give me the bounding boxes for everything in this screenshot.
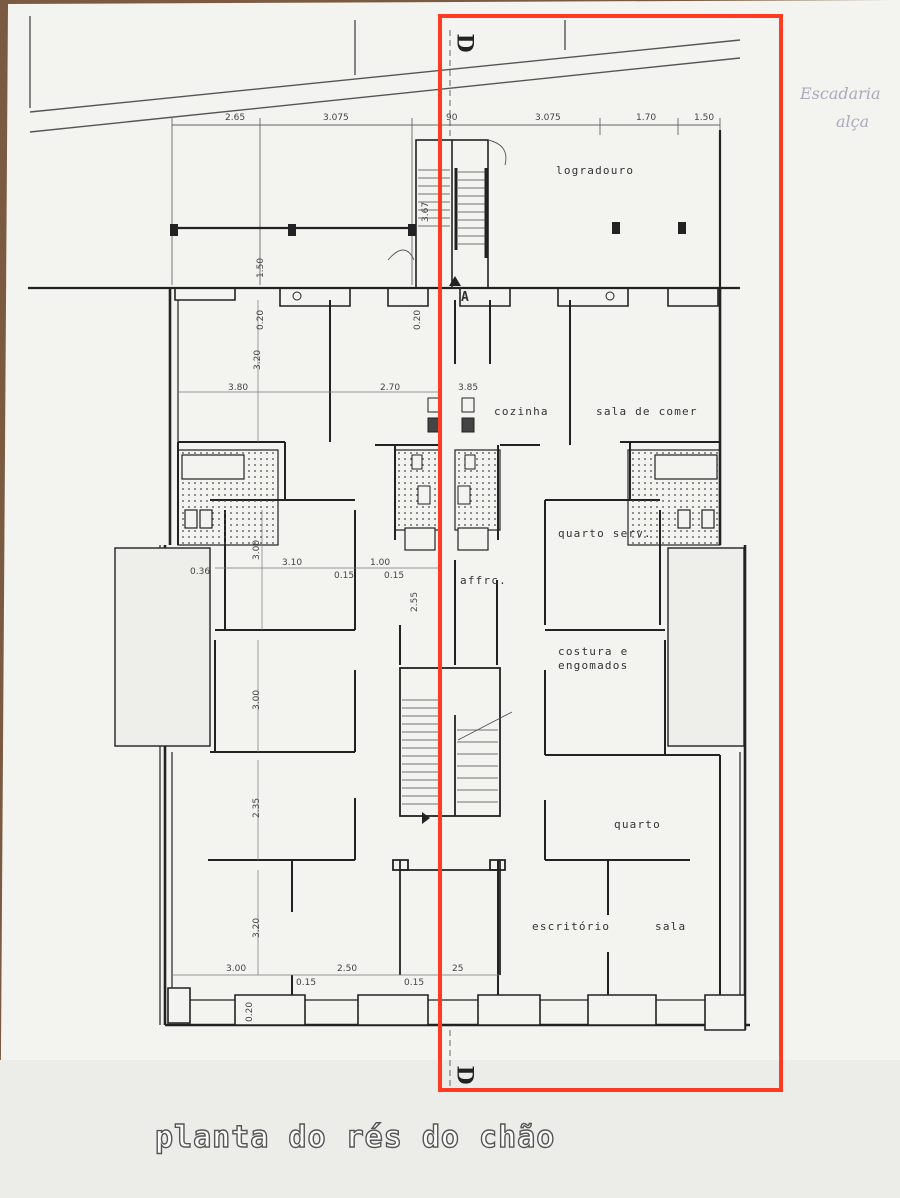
room-label-quarto: quarto (614, 818, 661, 831)
margin-note-line2: alça (836, 112, 870, 131)
room-label-cozinha: cozinha (494, 405, 549, 418)
plan-title: planta do rés do chão (154, 1119, 556, 1155)
dim-250: 2.50 (337, 964, 358, 974)
rear-vent-right (605, 291, 615, 301)
highlight-rectangle (438, 14, 783, 1092)
room-label-affrc: affrc. (460, 574, 507, 587)
rear-door-swing-right (487, 139, 507, 166)
dim-235: 2.35 (252, 797, 262, 818)
dim-015-c: 0.15 (296, 978, 317, 988)
section-marker-a: A (461, 290, 471, 305)
dim-020-a: 0.20 (256, 309, 266, 330)
rear-vent-left (292, 291, 302, 301)
dim-255: 2.55 (410, 591, 420, 612)
dim-020-c: 0.20 (245, 1001, 255, 1022)
stair-direction-line (457, 711, 513, 741)
dim-150: 1.50 (256, 257, 266, 278)
rear-window-bays (174, 288, 719, 307)
street-edge (29, 16, 741, 133)
dim-367: 3.67 (421, 201, 431, 222)
dim-020-b: 0.20 (413, 309, 423, 330)
dim-300-c: 3.00 (226, 964, 247, 974)
top-dim-5: 1.70 (636, 113, 657, 123)
dim-310: 3.10 (282, 558, 303, 568)
room-label-engomados: engomados (558, 659, 629, 672)
dim-015-a: 0.15 (334, 571, 355, 581)
top-dim-3: 90 (446, 113, 458, 123)
room-label-costura: costura e (558, 645, 629, 658)
dim-300-b: 3.00 (252, 689, 262, 710)
stair-arrow (422, 812, 430, 824)
right-unit-walls (454, 300, 721, 1000)
dim-380: 3.80 (228, 383, 249, 393)
room-label-sala-de-comer: sala de comer (596, 405, 698, 418)
fixtures (411, 397, 476, 505)
dim-270: 2.70 (380, 383, 401, 393)
dim-320-a: 3.20 (253, 349, 263, 370)
dim-300-a: 3.00 (252, 539, 262, 560)
rear-stair (415, 139, 489, 289)
dim-036: 0.36 (190, 567, 211, 577)
room-label-logradouro: logradouro (556, 164, 635, 177)
top-dim-2: 3.075 (323, 113, 349, 123)
dim-25: 25 (452, 964, 464, 974)
room-label-quarto-serv: quarto serv. (558, 527, 652, 540)
dim-015-d: 0.15 (404, 978, 425, 988)
top-dim-4: 3.075 (535, 113, 561, 123)
internal-dimension-lines (172, 300, 500, 976)
margin-note-line1: Escadaria (800, 84, 881, 103)
top-dim-1: 2.65 (225, 113, 246, 123)
left-light-well (114, 547, 211, 747)
rear-door-swing (387, 249, 415, 261)
top-dim-6: 1.50 (694, 113, 715, 123)
dim-100: 1.00 (370, 558, 391, 568)
entrance-hall (392, 859, 506, 975)
room-label-escritorio: escritório (532, 920, 611, 933)
dim-385: 3.85 (458, 383, 479, 393)
rear-stair-treads (418, 169, 486, 245)
dim-015-b: 0.15 (384, 571, 405, 581)
yard-pillars (170, 222, 686, 236)
dim-320-b: 3.20 (252, 917, 262, 938)
right-light-well (667, 547, 745, 747)
room-label-sala: sala (655, 920, 687, 933)
front-facade-bays (167, 987, 746, 1031)
section-a-arrow (449, 276, 461, 286)
